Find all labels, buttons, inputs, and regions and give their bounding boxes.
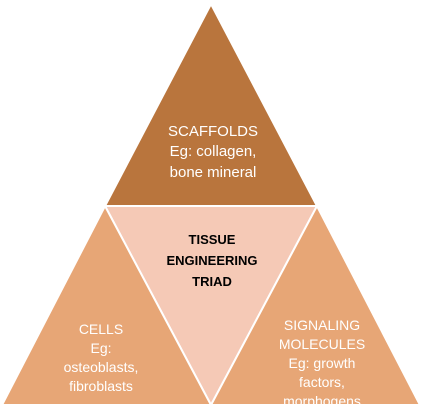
signaling-molecules-triangle [209, 203, 422, 406]
scaffolds-example-1: Eg: collagen, [169, 143, 257, 161]
center-line-1: TISSUE [188, 232, 236, 247]
cells-example-2: osteoblasts, [63, 358, 139, 375]
cells-example-3: fibroblasts [69, 377, 133, 394]
cells-label: CELLS Eg: osteoblasts, fibroblasts [45, 320, 157, 396]
signals-title-1: SIGNALING [283, 317, 361, 333]
scaffolds-example-2: bone mineral [169, 163, 257, 181]
center-line-2: ENGINEERING [166, 252, 258, 268]
cells-triangle [0, 203, 213, 406]
signals-title-2: MOLECULES [278, 335, 366, 352]
scaffolds-label: SCAFFOLDS Eg: collagen, bone mineral [150, 122, 276, 183]
signals-example-1: Eg: growth [288, 354, 356, 371]
signals-example-3: morphogens [283, 392, 361, 409]
cells-example-1: Eg: [90, 339, 112, 356]
scaffolds-title: SCAFFOLDS [167, 123, 258, 140]
triad-center-label: TISSUE ENGINEERING TRIAD [150, 230, 274, 292]
center-line-3: TRIAD [192, 273, 232, 289]
signaling-molecules-label: SIGNALING MOLECULES Eg: growth factors, … [262, 316, 382, 410]
cells-title: CELLS [78, 321, 124, 337]
signals-example-2: factors, [299, 373, 345, 390]
